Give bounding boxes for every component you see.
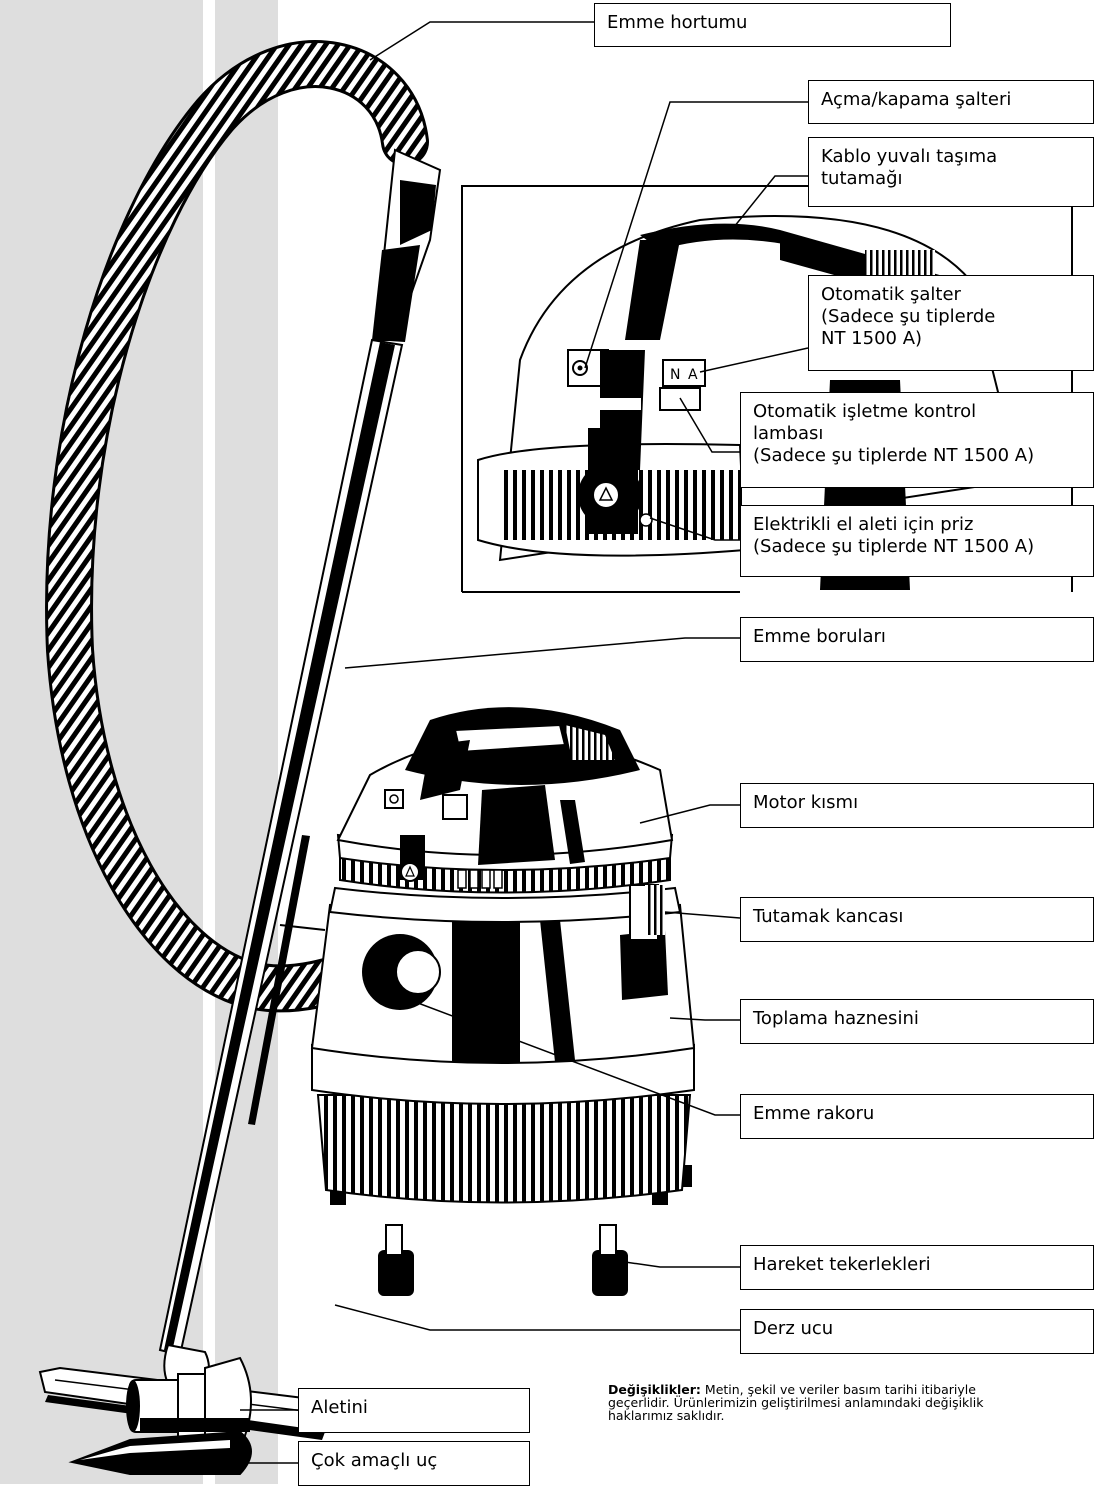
- label-tutamak-kancasi: Tutamak kancası: [740, 897, 1094, 942]
- background-band-right: [215, 0, 278, 1484]
- label-hareket-tekerlekleri: Hareket tekerlekleri: [740, 1245, 1094, 1290]
- crevice-tool: [68, 1430, 252, 1475]
- leader-lines: [240, 21, 809, 1464]
- auto-switch-letter-a: A: [688, 367, 698, 383]
- label-kablo-yuvali-tasima-tutamagi: Kablo yuvalı taşıma tutamağı: [808, 137, 1094, 207]
- vacuum-body: [310, 707, 696, 1296]
- label-emme-hortumu: Emme hortumu: [594, 3, 951, 47]
- label-otomatik-isletme-kontrol-lambasi: Otomatik işletme kontrol lambası (Sadece…: [740, 392, 1094, 488]
- tool-adapter: [126, 1356, 252, 1450]
- changes-notice: Değişiklikler: Metin, şekil ve veriler b…: [608, 1383, 1088, 1422]
- label-elektrikli-el-aleti-priz: Elektrikli el aleti için priz (Sadece şu…: [740, 505, 1094, 577]
- label-motor-kismi: Motor kısmı: [740, 783, 1094, 828]
- label-emme-borulari: Emme boruları: [740, 617, 1094, 662]
- label-aletini: Aletini: [298, 1388, 530, 1433]
- suction-tube: [158, 148, 442, 1357]
- auto-switch-letter-n: N: [670, 367, 680, 383]
- label-acma-kapama-salteri: Açma/kapama şalteri: [808, 80, 1094, 124]
- changes-notice-title: Değişiklikler:: [608, 1382, 701, 1397]
- label-otomatik-salter: Otomatik şalter (Sadece şu tiplerde NT 1…: [808, 275, 1094, 371]
- label-derz-ucu: Derz ucu: [740, 1309, 1094, 1354]
- label-emme-rakoru: Emme rakoru: [740, 1094, 1094, 1139]
- label-cok-amacli-uc: Çok amaçlı uç: [298, 1441, 530, 1486]
- changes-notice-body: Metin, şekil ve veriler basım tarihi iti…: [608, 1382, 984, 1423]
- label-toplama-haznesini: Toplama haznesini: [740, 999, 1094, 1044]
